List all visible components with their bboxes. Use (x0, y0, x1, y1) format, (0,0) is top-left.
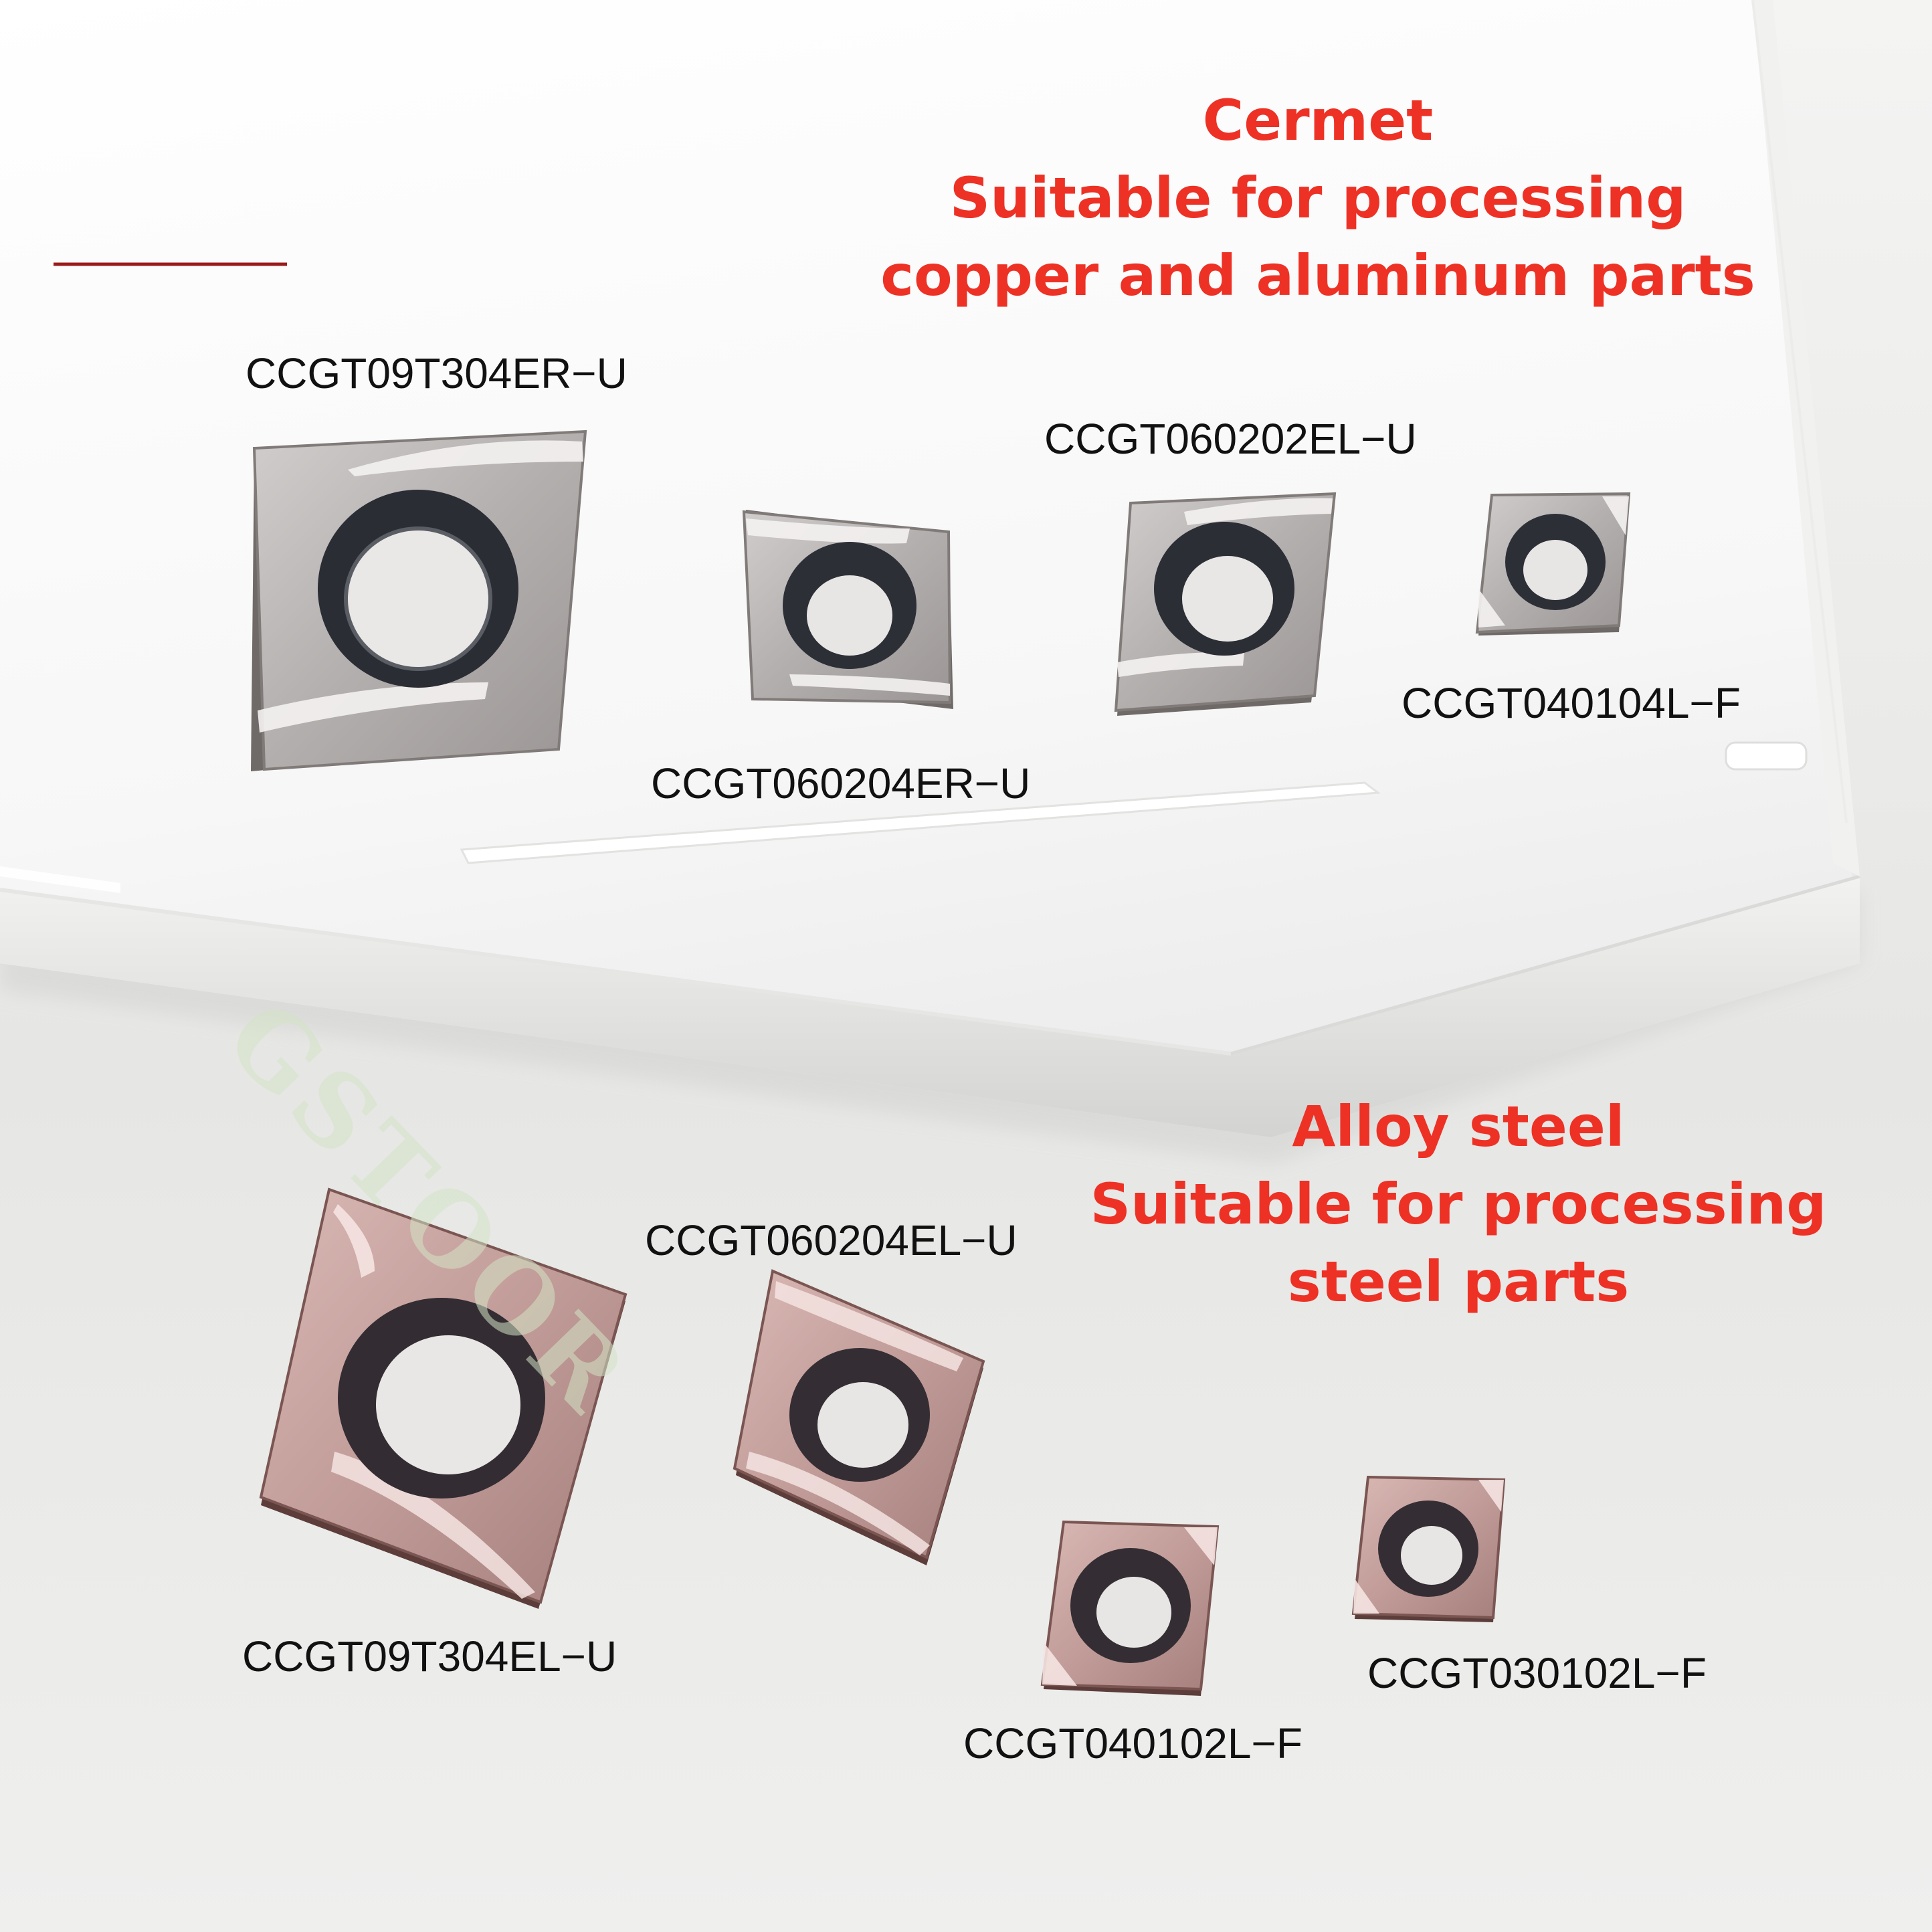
alloy-inserts (259, 1187, 1506, 1696)
rhombic-carbide-insert-icon (251, 429, 587, 771)
part-label: CCGT030102L−F (1367, 1649, 1707, 1697)
part-label: CCGT09T304ER−U (246, 349, 627, 397)
cermet-inserts (251, 429, 1631, 771)
cermet-heading-line-1: Cermet (1202, 88, 1434, 153)
part-label: CCGT040104L−F (1402, 679, 1741, 727)
alloy-heading: Alloy steel Suitable for processing stee… (1070, 1088, 1846, 1321)
rhombic-carbide-insert-icon (1040, 1520, 1220, 1696)
rhombic-carbide-insert-icon (742, 510, 953, 709)
cermet-heading: Cermet Suitable for processing copper an… (870, 82, 1766, 314)
cermet-heading-line-2: Suitable for processing (949, 165, 1686, 231)
cermet-heading-line-3: copper and aluminum parts (880, 243, 1755, 308)
part-label: CCGT060202EL−U (1044, 415, 1417, 463)
part-label: CCGT040102L−F (963, 1719, 1302, 1767)
rhombic-carbide-insert-icon (259, 1187, 627, 1609)
part-label: CCGT060204EL−U (645, 1216, 1018, 1264)
rhombic-carbide-insert-icon (1114, 492, 1337, 716)
rhombic-carbide-insert-icon (1351, 1475, 1506, 1622)
rhombic-carbide-insert-icon (733, 1269, 985, 1565)
alloy-heading-line-3: steel parts (1287, 1249, 1630, 1315)
part-label: CCGT09T304EL−U (242, 1632, 617, 1680)
alloy-heading-line-2: Suitable for processing (1090, 1171, 1827, 1237)
alloy-heading-line-1: Alloy steel (1292, 1094, 1625, 1159)
rhombic-carbide-insert-icon (1475, 492, 1631, 636)
part-label: CCGT060204ER−U (651, 759, 1031, 807)
